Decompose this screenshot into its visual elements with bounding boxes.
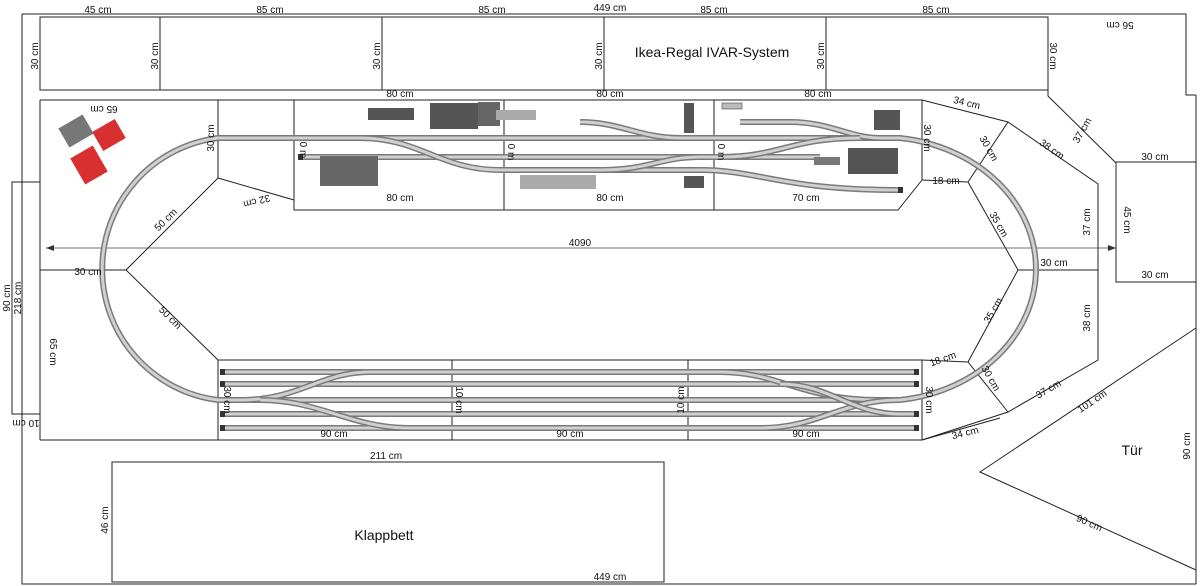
dim-bottom-total: 449 cm (594, 572, 627, 583)
dim-track-30a: 30 cm (206, 124, 217, 151)
dim-depth-2: 30 cm (150, 42, 161, 69)
dim-right-18a: 18 cm (932, 176, 959, 187)
dim-joint-0b: 0 m (505, 144, 516, 161)
buildings (58, 102, 900, 189)
dim-box-30a: 30 cm (1141, 152, 1168, 163)
dim-track-30b: 30 cm (921, 124, 932, 151)
dim-module-80e: 80 cm (596, 193, 623, 204)
dim-module-90c: 90 cm (792, 429, 819, 440)
dim-right-34a: 34 cm (952, 95, 981, 112)
dim-top-total: 449 cm (594, 3, 627, 14)
dim-shelf-85d: 85 cm (922, 5, 949, 16)
dim-joint-0a: 0 m (297, 142, 308, 159)
dim-shelf-85a: 85 cm (256, 5, 283, 16)
dim-right-34b: 34 cm (951, 425, 980, 442)
dim-depth-3: 30 cm (372, 42, 383, 69)
dim-module-90a: 90 cm (320, 429, 347, 440)
dim-door-101: 101 cm (1076, 388, 1109, 415)
dim-right-18b: 18 cm (928, 350, 957, 370)
dim-left-218: 218 cm (13, 282, 24, 315)
dim-depth-4: 30 cm (594, 42, 605, 69)
dim-module-80a: 80 cm (386, 89, 413, 100)
dim-door-90: 90 cm (1074, 513, 1103, 534)
dim-shelf-85b: 85 cm (478, 5, 505, 16)
dim-box-30b: 30 cm (1141, 270, 1168, 281)
dim-top-right-56: 56 cm (1106, 19, 1133, 30)
room-wall (22, 13, 1196, 96)
dim-side-65: 65 cm (47, 338, 58, 365)
dim-track-30g: 30 cm (977, 134, 1000, 163)
door-swing (978, 327, 1197, 571)
dim-depth-5: 30 cm (816, 42, 827, 69)
dim-box-45: 45 cm (1121, 206, 1132, 233)
dim-module-80c: 80 cm (804, 89, 831, 100)
dim-right-35a: 35 cm (987, 210, 1010, 239)
dim-joint-0c: 0 m (715, 144, 726, 161)
dim-module-90b: 90 cm (556, 429, 583, 440)
dim-joint-10: 10 cm (453, 386, 464, 413)
oval-track (99, 135, 1039, 403)
dim-right-37a: 37 cm (1071, 116, 1094, 145)
dim-depth-6: 30 cm (1047, 42, 1058, 69)
dim-right-37c: 37 cm (1034, 378, 1063, 401)
dim-module-70: 70 cm (792, 193, 819, 204)
dim-right-38b: 38 cm (1082, 304, 1093, 331)
dim-module-80b: 80 cm (596, 89, 623, 100)
dim-left-10: 10 cm (12, 417, 39, 428)
bed (111, 461, 665, 583)
dim-bed-211: 211 cm (370, 451, 402, 462)
dim-diag-32: 32 cm (242, 192, 271, 210)
bed-label: Klappbett (354, 527, 413, 543)
dim-right-38a: 38 cm (1037, 138, 1066, 163)
dim-bed-46: 46 cm (100, 506, 111, 533)
dim-track-30e: 30 cm (74, 267, 101, 278)
dim-track-30h: 30 cm (979, 364, 1002, 393)
dim-door-side-90: 90 cm (1182, 432, 1193, 459)
dim-depth-1: 30 cm (30, 42, 41, 69)
dim-left-90: 90 cm (2, 284, 13, 311)
door-label: Tür (1122, 442, 1143, 458)
dim-shelf-85c: 85 cm (700, 5, 727, 16)
station-tracks-bottom (222, 369, 918, 431)
room-wall-left (21, 14, 1196, 585)
dim-shelf-45: 45 cm (84, 5, 111, 16)
track-buffers (220, 154, 919, 431)
dim-track-30d: 30 cm (923, 386, 934, 413)
ivar-shelf (39, 16, 1049, 91)
dim-right-35b: 35 cm (982, 296, 1005, 325)
dim-diag-65: 65 cm (90, 103, 117, 114)
shelf-title: Ikea-Regal IVAR-System (635, 44, 790, 60)
dim-track-30f: 30 cm (1040, 258, 1067, 269)
dim-overall-length: 4090 (569, 238, 592, 249)
dim-diag-50b: 50 cm (156, 305, 183, 332)
dim-module-80d: 80 cm (386, 193, 413, 204)
station-tracks-top (300, 119, 901, 193)
right-box (1115, 161, 1197, 283)
dim-joint-10b: 10 cm (676, 386, 687, 413)
dim-right-37b: 37 cm (1082, 208, 1093, 235)
dim-track-30c: 30 cm (221, 386, 232, 413)
